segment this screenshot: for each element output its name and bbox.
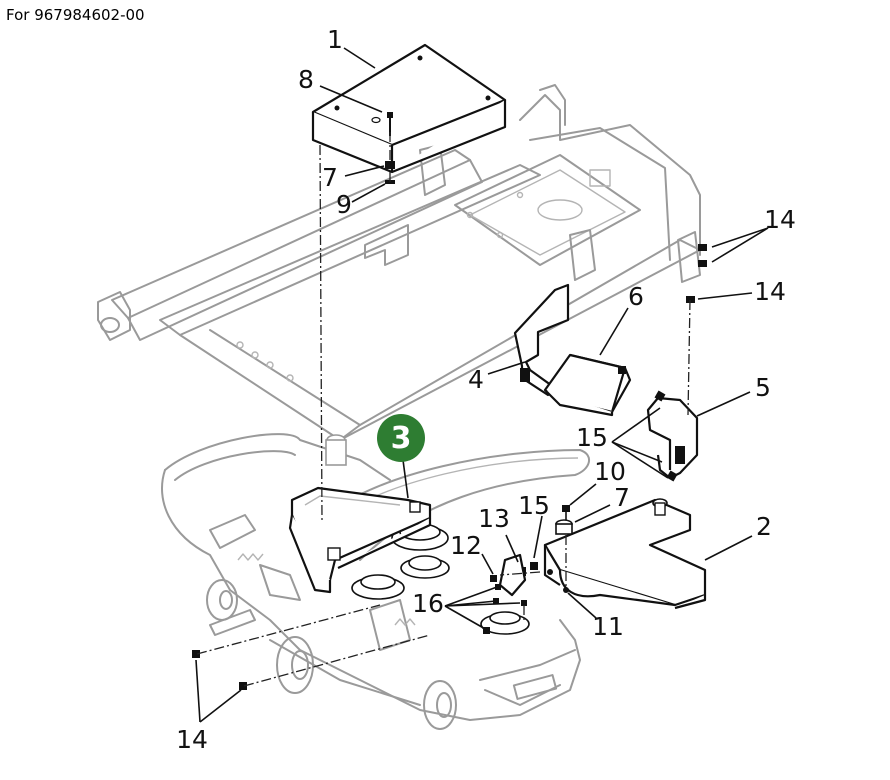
highlight-number: 3 xyxy=(391,421,412,456)
fasteners-14-left xyxy=(192,650,247,690)
fasteners-14-right xyxy=(686,244,707,303)
part-2-belt-cover-right xyxy=(543,498,707,610)
callout-10: 10 xyxy=(594,457,626,486)
callout-15-center: 15 xyxy=(518,491,550,520)
callout-14-bottom-left: 14 xyxy=(176,725,208,754)
callout-12: 12 xyxy=(450,531,482,560)
callout-8: 8 xyxy=(298,65,314,94)
callout-4: 4 xyxy=(468,365,484,394)
callout-14-top-right: 14 xyxy=(764,205,796,234)
callout-5: 5 xyxy=(755,373,771,402)
leader-lines xyxy=(195,47,769,723)
callout-2: 2 xyxy=(756,512,772,541)
model-number-label: For 967984602-00 xyxy=(6,6,145,24)
part-5-side-bracket xyxy=(646,390,699,482)
part-6-cover-box xyxy=(543,353,632,417)
callout-15-right: 15 xyxy=(576,423,608,452)
callout-1: 1 xyxy=(327,25,343,54)
fasteners-center xyxy=(483,505,573,634)
callout-14-mid-right: 14 xyxy=(754,277,786,306)
part-1-cover-plate xyxy=(311,43,507,174)
callout-13: 13 xyxy=(478,504,510,533)
alignment-lines xyxy=(196,132,691,687)
callout-11: 11 xyxy=(592,612,624,641)
part-4-bracket xyxy=(513,283,570,397)
callout-16: 16 xyxy=(412,589,444,618)
callout-9: 9 xyxy=(336,190,352,219)
highlighted-part-badge[interactable]: 3 xyxy=(377,414,425,462)
mower-frame xyxy=(97,84,701,441)
callout-6: 6 xyxy=(628,282,644,311)
callout-7-lower: 7 xyxy=(614,483,630,512)
part-3-belt-cover-left xyxy=(288,434,432,594)
callout-7-top: 7 xyxy=(322,163,338,192)
callout-labels: 1 8 7 9 14 14 6 4 5 15 10 7 15 13 2 12 1… xyxy=(176,25,796,754)
